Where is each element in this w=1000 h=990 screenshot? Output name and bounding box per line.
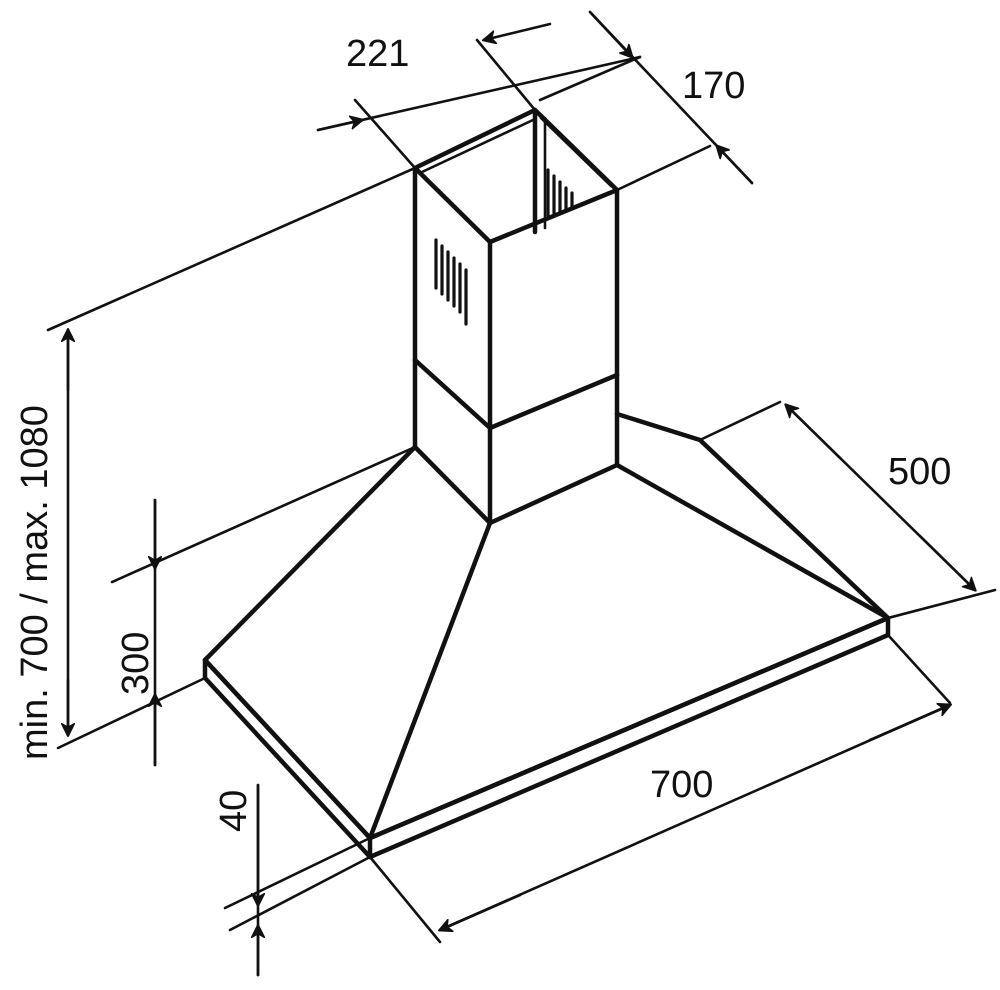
dimension-label-40: 40 [213, 790, 255, 832]
dimension-total-height: min. 700 / max. 1080 [14, 166, 417, 760]
dimension-chimney-width: 221 [316, 22, 642, 170]
dimension-label-170: 170 [682, 65, 745, 107]
dimension-label-700: 700 [650, 764, 713, 806]
vent-slots-side [546, 168, 574, 217]
dimension-hood-depth: 500 [698, 400, 997, 620]
chimney [412, 107, 620, 526]
chimney-lower-section [412, 357, 620, 526]
hood-body [202, 411, 891, 860]
dimension-rim-height: 40 [213, 783, 372, 977]
chimney-upper-section [412, 107, 620, 431]
dimension-chimney-depth: 170 [538, 10, 754, 192]
dimension-label-221: 221 [346, 33, 409, 75]
dimension-label-total-height: min. 700 / max. 1080 [14, 405, 56, 760]
dimension-hood-width: 700 [368, 633, 950, 944]
dimension-label-500: 500 [888, 451, 951, 493]
vent-slots-front [434, 238, 468, 326]
dimension-label-300: 300 [115, 632, 157, 695]
dimension-canopy-height: 300 [110, 445, 417, 767]
hood-rim [202, 615, 891, 860]
